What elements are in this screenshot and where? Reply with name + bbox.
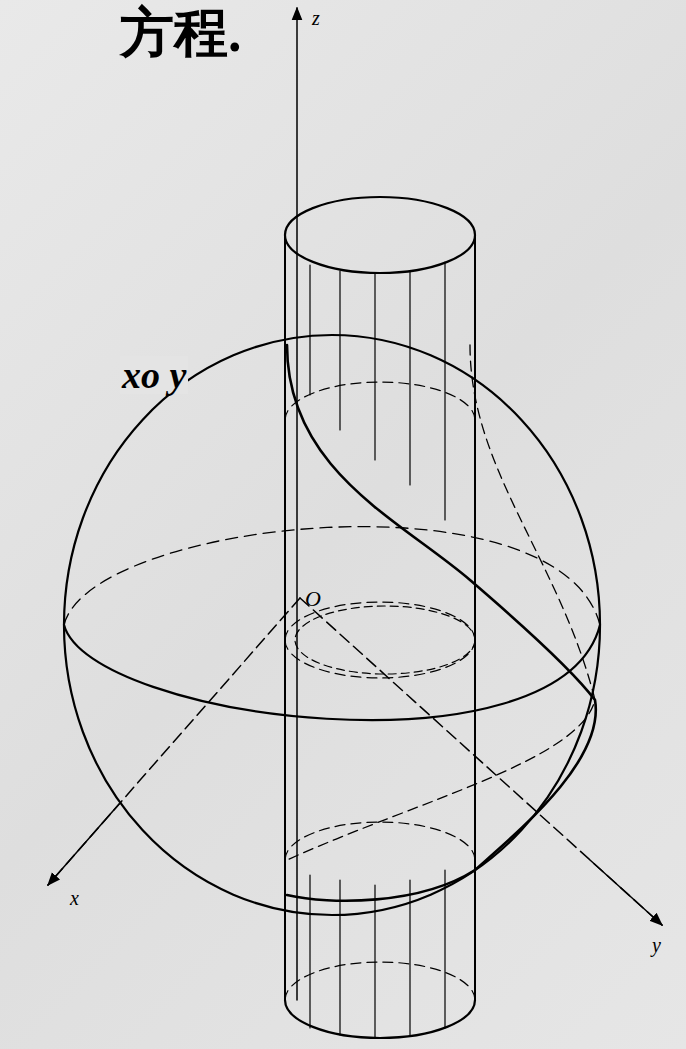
origin-label: O bbox=[305, 588, 321, 610]
axis-label: y bbox=[652, 935, 661, 955]
sphere-equator bbox=[64, 625, 600, 720]
cylinder-bottom bbox=[285, 1000, 475, 1038]
y-axis bbox=[300, 598, 662, 925]
cylinder-top bbox=[285, 197, 475, 273]
axis-label: x bbox=[70, 888, 79, 908]
axis-label: z bbox=[312, 8, 320, 28]
sphere-outline bbox=[64, 335, 600, 915]
heading-fragment: 方程. bbox=[120, 6, 242, 60]
intersection-curve bbox=[287, 345, 596, 901]
plane-label: xo y bbox=[120, 356, 188, 394]
z-axis bbox=[296, 8, 298, 1000]
